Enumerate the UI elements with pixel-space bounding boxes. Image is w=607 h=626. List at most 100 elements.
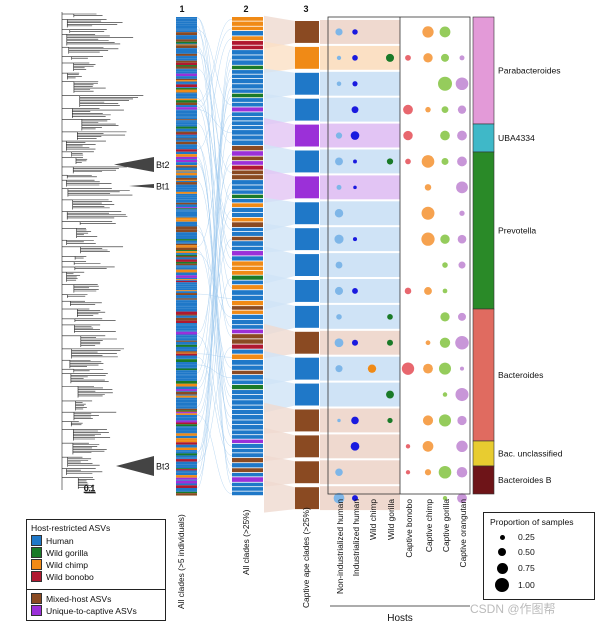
legend-item-wild-chimp: Wild chimp	[31, 559, 88, 570]
strip-cell	[232, 130, 263, 135]
strip-cell	[176, 372, 197, 375]
host-dot	[351, 106, 359, 114]
strip-cell	[176, 466, 197, 469]
strip-cell	[232, 185, 263, 190]
captive-clade-block	[295, 46, 319, 69]
clade-triangle	[116, 456, 154, 476]
size-legend: Proportion of samples 0.25 0.50 0.75 1.0…	[483, 512, 595, 600]
row-band	[320, 227, 400, 252]
strip-cell	[232, 21, 263, 26]
connector-line	[196, 98, 233, 231]
strip-cell	[176, 315, 197, 318]
clade-fan	[264, 480, 295, 513]
strip-cell	[232, 251, 263, 256]
host-label: Captive bonobo	[404, 499, 414, 558]
strip-cell	[232, 261, 263, 266]
strip-cell	[176, 48, 197, 51]
strip-cell	[176, 105, 197, 108]
strip-cell	[176, 272, 197, 276]
strip-cell	[176, 286, 197, 289]
strip-cell	[176, 324, 197, 326]
strip-cell	[176, 298, 197, 300]
strip-cell	[176, 399, 197, 403]
genus-block	[472, 465, 495, 495]
host-dot	[403, 130, 413, 141]
strip-cell	[176, 133, 197, 135]
strip-cell	[176, 53, 197, 56]
strip-cell	[232, 112, 263, 117]
strip-cell	[176, 71, 197, 74]
strip-cell	[176, 159, 197, 161]
captive-clade-block	[295, 487, 319, 510]
clade-label-bg	[155, 180, 177, 191]
strip-cell	[176, 58, 197, 61]
strip-cell	[176, 433, 197, 436]
captive-clade-block	[295, 305, 319, 328]
strip-cell	[176, 311, 197, 315]
host-dot	[387, 339, 393, 346]
strip-cell	[176, 60, 197, 63]
strip-cell	[232, 121, 263, 125]
strip-cell	[176, 107, 197, 110]
strip-cell	[176, 43, 197, 45]
host-dot	[438, 76, 452, 91]
strip-cell	[176, 191, 197, 194]
genus-label: UBA4334	[498, 133, 535, 143]
row-band	[320, 279, 400, 303]
strip-cell	[176, 378, 197, 381]
strip-cell	[176, 229, 197, 233]
strip-cell	[176, 397, 197, 400]
strip-cell	[176, 265, 197, 267]
strip-cell	[232, 306, 263, 310]
strip-cell	[232, 430, 263, 435]
strip-cell	[176, 254, 197, 256]
strip-cell	[176, 179, 197, 181]
strip-cell	[176, 395, 197, 398]
strip-cell	[176, 389, 197, 391]
strip-cell	[176, 53, 197, 54]
strip-cell	[176, 92, 197, 94]
connector-line	[196, 19, 233, 103]
row-band	[320, 382, 400, 407]
strip-cell	[232, 266, 263, 271]
axis-label-column-2: All clades (>25%)	[241, 509, 251, 575]
strip-cell	[176, 117, 197, 120]
host-dot	[424, 184, 432, 191]
captive-clade-block	[295, 409, 319, 432]
strip-cell	[232, 310, 263, 314]
strip-cell	[176, 226, 197, 230]
strip-cell	[176, 405, 197, 407]
strip-cell	[176, 351, 197, 353]
strip-cell	[232, 26, 263, 31]
strip-cell	[176, 235, 197, 238]
row-band	[320, 434, 400, 459]
strip-cell	[232, 161, 263, 165]
strip-cell	[176, 470, 197, 472]
strip-cell	[176, 136, 197, 139]
row-band	[320, 20, 400, 44]
strip-cell	[176, 166, 197, 168]
host-dot	[333, 492, 345, 504]
strip-cell	[232, 329, 263, 334]
strip-cell	[176, 45, 197, 48]
strip-cell	[176, 219, 197, 222]
connector-line	[196, 17, 233, 288]
strip-cell	[232, 280, 263, 285]
strip-cell	[176, 471, 197, 473]
strip-cell	[176, 121, 197, 123]
strip-cell	[232, 89, 263, 93]
strip-cell	[232, 222, 263, 227]
strip-cell	[232, 468, 263, 473]
size-legend-title: Proportion of samples	[490, 517, 574, 527]
strip-cell	[232, 231, 263, 236]
strip-cell	[176, 69, 197, 72]
strip-cell	[176, 131, 197, 134]
host-dot	[334, 209, 344, 218]
host-dot	[352, 237, 358, 242]
strip-cell	[176, 330, 197, 332]
strip-cell	[232, 140, 263, 146]
strip-cell	[176, 432, 197, 434]
clade-fan	[264, 350, 295, 386]
dot-panel-row-bands	[320, 20, 400, 511]
strip-cell	[232, 472, 263, 477]
